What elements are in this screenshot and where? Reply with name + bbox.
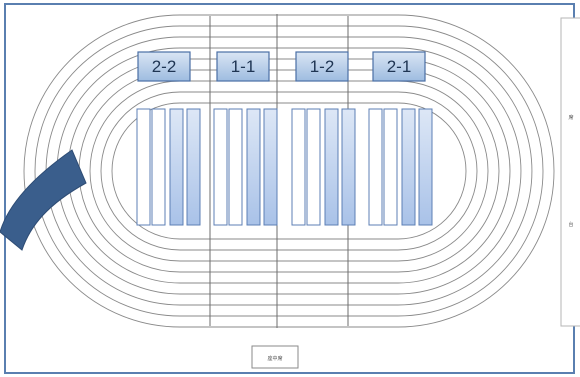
seating-block bbox=[151, 108, 166, 226]
seating-block bbox=[136, 108, 151, 226]
seating-blocks bbox=[136, 108, 433, 226]
seating-block bbox=[306, 108, 321, 226]
track-lane bbox=[56, 47, 522, 295]
seating-block bbox=[401, 108, 416, 226]
seating-block bbox=[383, 108, 398, 226]
track-lane bbox=[89, 80, 489, 262]
group-label-1-2: 1-2 bbox=[295, 51, 349, 82]
curved-arrow bbox=[0, 149, 87, 251]
group-label-2-1: 2-1 bbox=[372, 51, 426, 82]
track-lane bbox=[78, 69, 500, 273]
group-label-text: 2-2 bbox=[152, 57, 177, 76]
seating-block bbox=[368, 108, 383, 226]
group-label-text: 1-2 bbox=[310, 57, 335, 76]
track-lane bbox=[23, 14, 555, 328]
seating-block bbox=[418, 108, 433, 226]
seating-block bbox=[263, 108, 278, 226]
track-lane bbox=[34, 25, 544, 317]
group-label-2-2: 2-2 bbox=[137, 51, 191, 82]
track-lane bbox=[45, 36, 533, 306]
seating-block bbox=[291, 108, 306, 226]
side-panel-mark: 台 bbox=[568, 221, 573, 228]
seating-block bbox=[186, 108, 201, 226]
group-label-text: 2-1 bbox=[387, 57, 412, 76]
track-lane bbox=[111, 102, 467, 240]
seating-block bbox=[213, 108, 228, 226]
bottom-box: 座中席 bbox=[251, 345, 299, 369]
seating-block bbox=[324, 108, 339, 226]
bottom-box-label: 座中席 bbox=[267, 355, 282, 362]
seating-block bbox=[341, 108, 356, 226]
track-lane bbox=[100, 91, 478, 251]
group-label-text: 1-1 bbox=[231, 57, 256, 76]
group-labels: 2-2 1-1 1-2 2-1 bbox=[137, 51, 426, 82]
side-panel: 席 台 bbox=[560, 17, 580, 327]
track-lanes bbox=[23, 14, 555, 328]
track-lane bbox=[67, 58, 511, 284]
seating-block bbox=[228, 108, 243, 226]
seating-block bbox=[169, 108, 184, 226]
group-label-1-1: 1-1 bbox=[216, 51, 270, 82]
seating-block bbox=[246, 108, 261, 226]
side-panel-mark: 席 bbox=[568, 114, 573, 121]
